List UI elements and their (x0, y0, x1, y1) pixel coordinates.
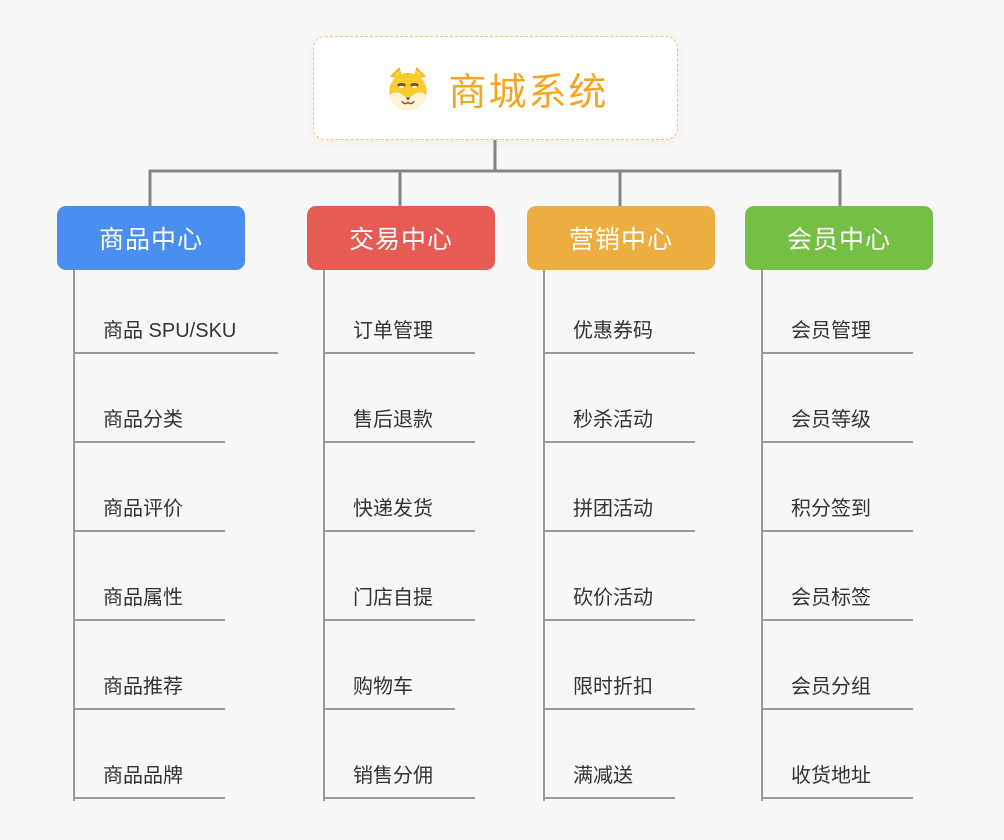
tree-item[interactable]: 收货地址 (761, 763, 913, 799)
branch-box-product-center[interactable]: 商品中心 (57, 206, 245, 270)
branch-box-marketing-center[interactable]: 营销中心 (527, 206, 715, 270)
branch-box-member-center[interactable]: 会员中心 (745, 206, 933, 270)
tree-item[interactable]: 快递发货 (323, 496, 475, 532)
branch-spine (543, 270, 545, 801)
tree-item[interactable]: 会员分组 (761, 674, 913, 710)
branch-product-center: 商品中心 商品 SPU/SKU 商品分类 商品评价 商品属性 商品推荐 商品品牌 (57, 206, 302, 826)
tree-item[interactable]: 商品品牌 (73, 763, 225, 799)
tree-item[interactable]: 商品推荐 (73, 674, 225, 710)
root-node[interactable]: 商城系统 (313, 36, 678, 140)
branch-marketing-center: 营销中心 优惠券码 秒杀活动 拼团活动 砍价活动 限时折扣 满减送 (527, 206, 772, 826)
tree-item[interactable]: 门店自提 (323, 585, 475, 621)
tree-item[interactable]: 拼团活动 (543, 496, 695, 532)
branch-spine (761, 270, 763, 801)
branch-trade-center: 交易中心 订单管理 售后退款 快递发货 门店自提 购物车 销售分佣 (307, 206, 552, 826)
tree-item[interactable]: 优惠券码 (543, 318, 695, 354)
tree-item[interactable]: 满减送 (543, 763, 675, 799)
tree-item[interactable]: 售后退款 (323, 407, 475, 443)
tree-item[interactable]: 限时折扣 (543, 674, 695, 710)
branch-spine (73, 270, 75, 801)
tree-item[interactable]: 会员管理 (761, 318, 913, 354)
tree-item[interactable]: 商品属性 (73, 585, 225, 621)
tree-item[interactable]: 购物车 (323, 674, 455, 710)
tree-item[interactable]: 商品分类 (73, 407, 225, 443)
dog-icon (382, 64, 434, 112)
tree-item[interactable]: 商品 SPU/SKU (73, 318, 279, 354)
tree-item[interactable]: 砍价活动 (543, 585, 695, 621)
tree-item[interactable]: 商品评价 (73, 496, 225, 532)
tree-item[interactable]: 会员标签 (761, 585, 913, 621)
branch-member-center: 会员中心 会员管理 会员等级 积分签到 会员标签 会员分组 收货地址 (745, 206, 990, 826)
root-title: 商城系统 (448, 71, 609, 114)
tree-item[interactable]: 销售分佣 (323, 763, 475, 799)
tree-item[interactable]: 会员等级 (761, 407, 913, 443)
branch-box-trade-center[interactable]: 交易中心 (307, 206, 495, 270)
tree-item[interactable]: 积分签到 (761, 496, 913, 532)
tree-item[interactable]: 秒杀活动 (543, 407, 695, 443)
tree-item[interactable]: 订单管理 (323, 318, 475, 354)
branch-spine (323, 270, 325, 801)
